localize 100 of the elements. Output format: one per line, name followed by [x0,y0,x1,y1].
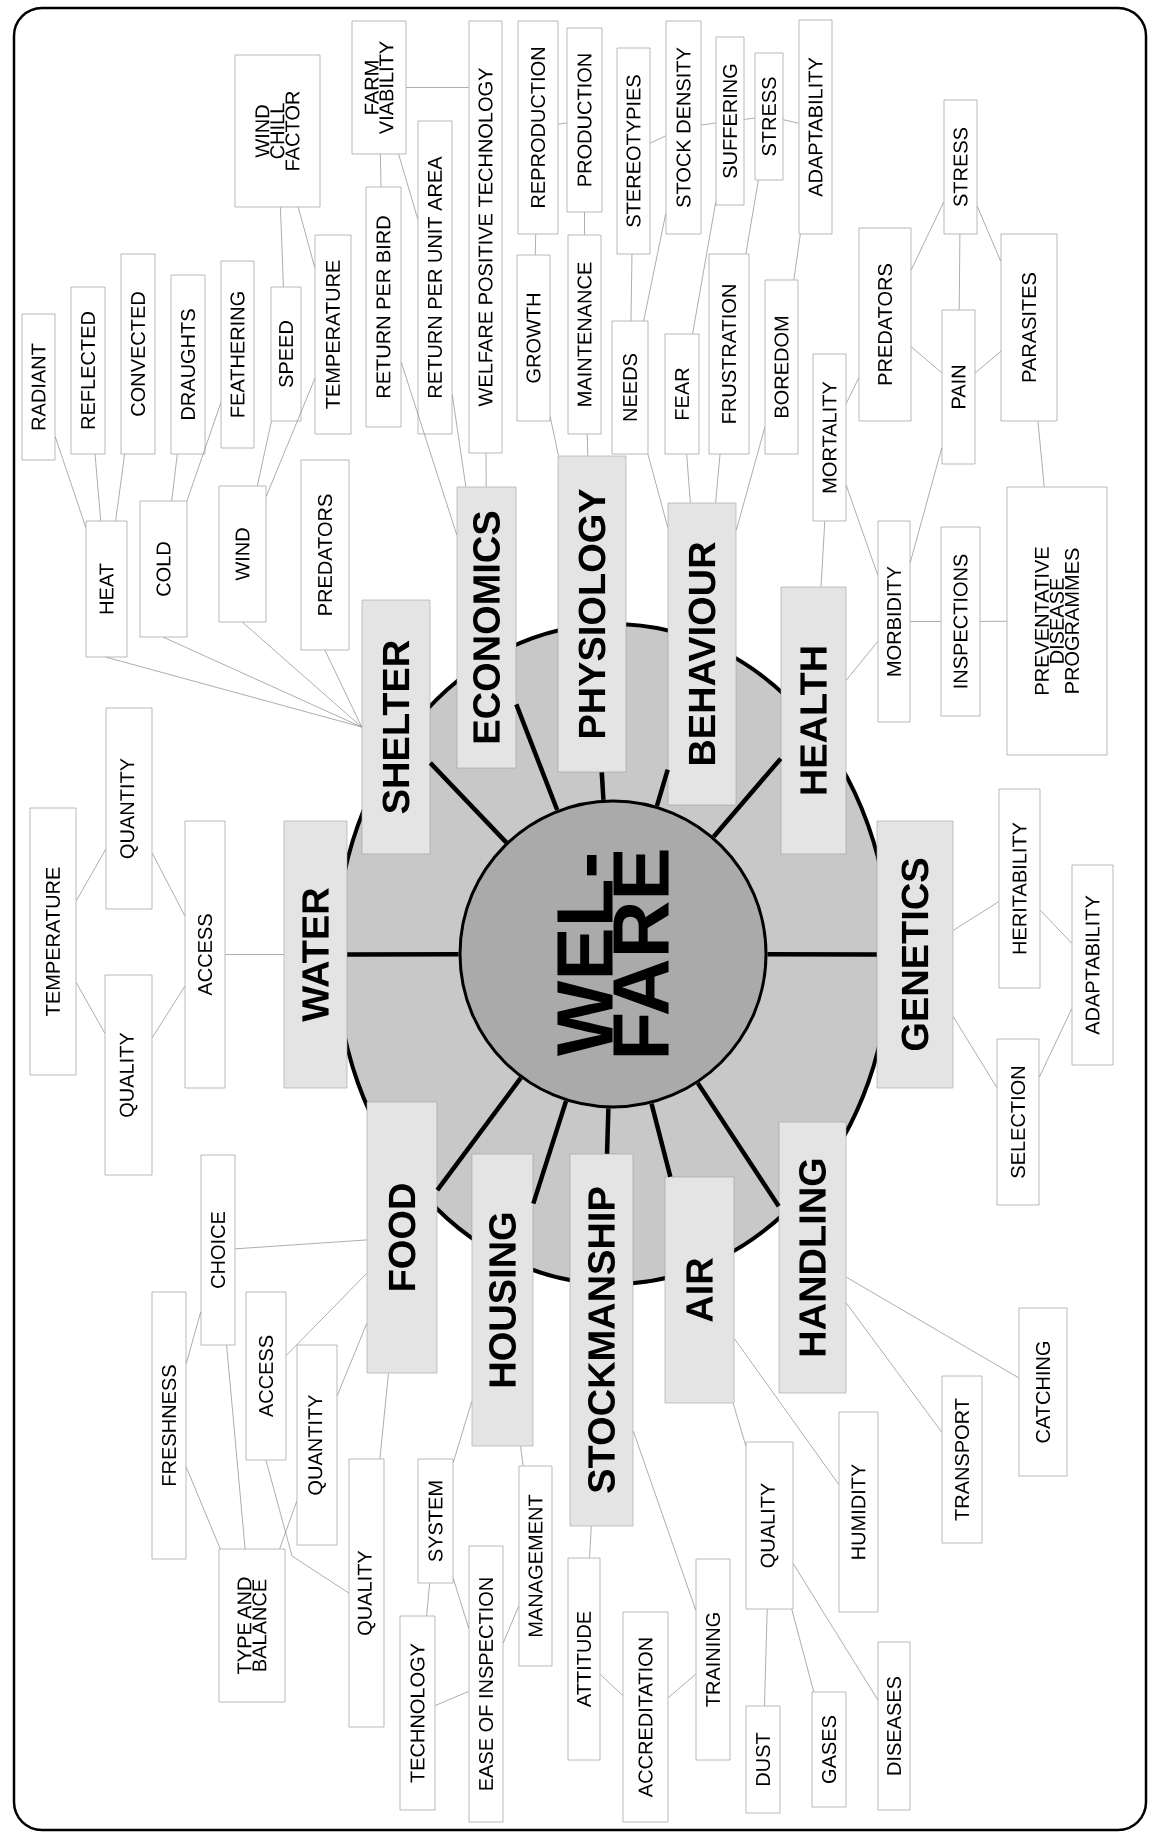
connector-line [400,362,458,536]
connector-line [845,1302,943,1433]
topic-box: ADAPTABILITY [1071,864,1114,1066]
topic-box: TRANSPORT [941,1375,983,1544]
connector-line [186,402,222,502]
topic-box: WIND CHILL FACTOR [234,54,321,208]
topic-box: PAIN [941,309,976,465]
connector-line [226,1344,246,1550]
connector-line [336,1323,368,1396]
connector-line [791,1608,815,1693]
connector-line [265,1459,350,1594]
topic-box: HERITABILITY [998,788,1041,989]
connector-line [171,453,178,502]
connector-line [845,641,879,681]
connector-line [379,1372,389,1460]
topic-box: ATTITUDE [567,1557,601,1761]
topic-box: QUALITY [104,974,153,1176]
category-box: WATER [283,820,348,1089]
topic-box: DUST [745,1705,781,1814]
topic-box: SPEED [270,286,302,422]
connector-line [398,153,419,220]
topic-box: HEAT [85,520,128,658]
connector-line [163,636,363,728]
topic-box: REFLECTED [70,286,106,455]
topic-box: REPRODUCTION [517,20,559,235]
connector-line [151,986,186,1038]
connector-line [632,1430,697,1611]
spoke-line [654,768,670,807]
topic-box: TRAINING [695,1558,731,1761]
topic-box: FEATHERING [220,260,255,449]
spoke-line [604,1108,611,1154]
connector-line [151,852,186,916]
topic-box: FRUSTRATION [708,253,750,455]
category-box: GENETICS [876,820,954,1089]
connector-line [845,1276,1020,1379]
connector-line [584,211,585,236]
category-box: PHYSIOLOGY [557,455,627,773]
connector-line [257,420,272,487]
connector-line [952,1016,998,1088]
spoke-line [435,1076,523,1192]
connector-line [792,1563,879,1701]
connector-line [242,621,363,728]
connector-line [782,119,800,124]
topic-box: PRODUCTION [566,27,603,213]
connector-line [452,1578,470,1629]
connector-line [234,1239,368,1250]
topic-box: PREDATORS [300,459,350,651]
connector-line [735,427,766,531]
connector-line [557,122,568,125]
connector-line [686,453,691,504]
topic-box: STRESS [754,52,784,181]
connector-line [700,122,717,126]
spoke-line [711,757,783,839]
topic-box: SELECTION [996,1038,1040,1206]
topic-box: QUANTITY [105,707,153,910]
connector-line [279,1501,298,1550]
category-box: ECONOMICS [456,486,517,769]
connector-line [692,201,717,335]
topic-box: PREVENTATIVE DISEASE PROGRAMMES [1006,486,1108,756]
topic-box: MORBIDITY [877,520,911,723]
spoke-line [347,952,459,957]
connector-line [979,620,1008,622]
connector-line [909,447,943,563]
connector-line [910,201,945,270]
connector-line [1038,1008,1073,1078]
connector-line [743,117,756,120]
topic-box: ADAPTABILITY [798,19,833,235]
spoke-line [428,761,508,844]
topic-box: CONVECTED [120,253,156,455]
connector-line [224,954,285,955]
connector-line [534,233,537,256]
category-box: STOCKMANSHIP [569,1153,634,1527]
connector-line [976,206,1002,262]
connector-line [520,1445,524,1467]
topic-box: CHOICE [200,1154,236,1346]
connector-line [764,1608,768,1707]
spoke-line [767,952,877,957]
connector-line [909,621,942,622]
topic-box: PREDATORS [858,227,912,422]
topic-box: ACCESS [245,1291,287,1461]
topic-box: QUALITY [348,1458,385,1728]
connector-line [643,213,667,322]
topic-box: WELFARE POSITIVE TECHNOLOGY [468,20,503,454]
topic-box: EASE OF INSPECTION [468,1545,504,1823]
topic-box: RETURN PER UNIT AREA [417,120,453,435]
connector-line [958,233,961,311]
connector-line [54,436,87,528]
topic-box: ACCREDITATION [622,1611,669,1823]
topic-box: SUFFERING [715,36,745,206]
connector-line [405,87,470,88]
topic-box: COLD [139,500,188,638]
category-box: BEHAVIOUR [667,502,737,806]
connector-line [630,253,633,322]
topic-box: STOCK DENSITY [665,20,702,235]
connector-line [75,848,107,902]
category-box: HOUSING [471,1153,534,1447]
topic-box: TEMPERATURE [314,234,352,435]
connector-line [589,1525,592,1559]
connector-line [667,1673,697,1698]
connector-line [502,1605,520,1644]
